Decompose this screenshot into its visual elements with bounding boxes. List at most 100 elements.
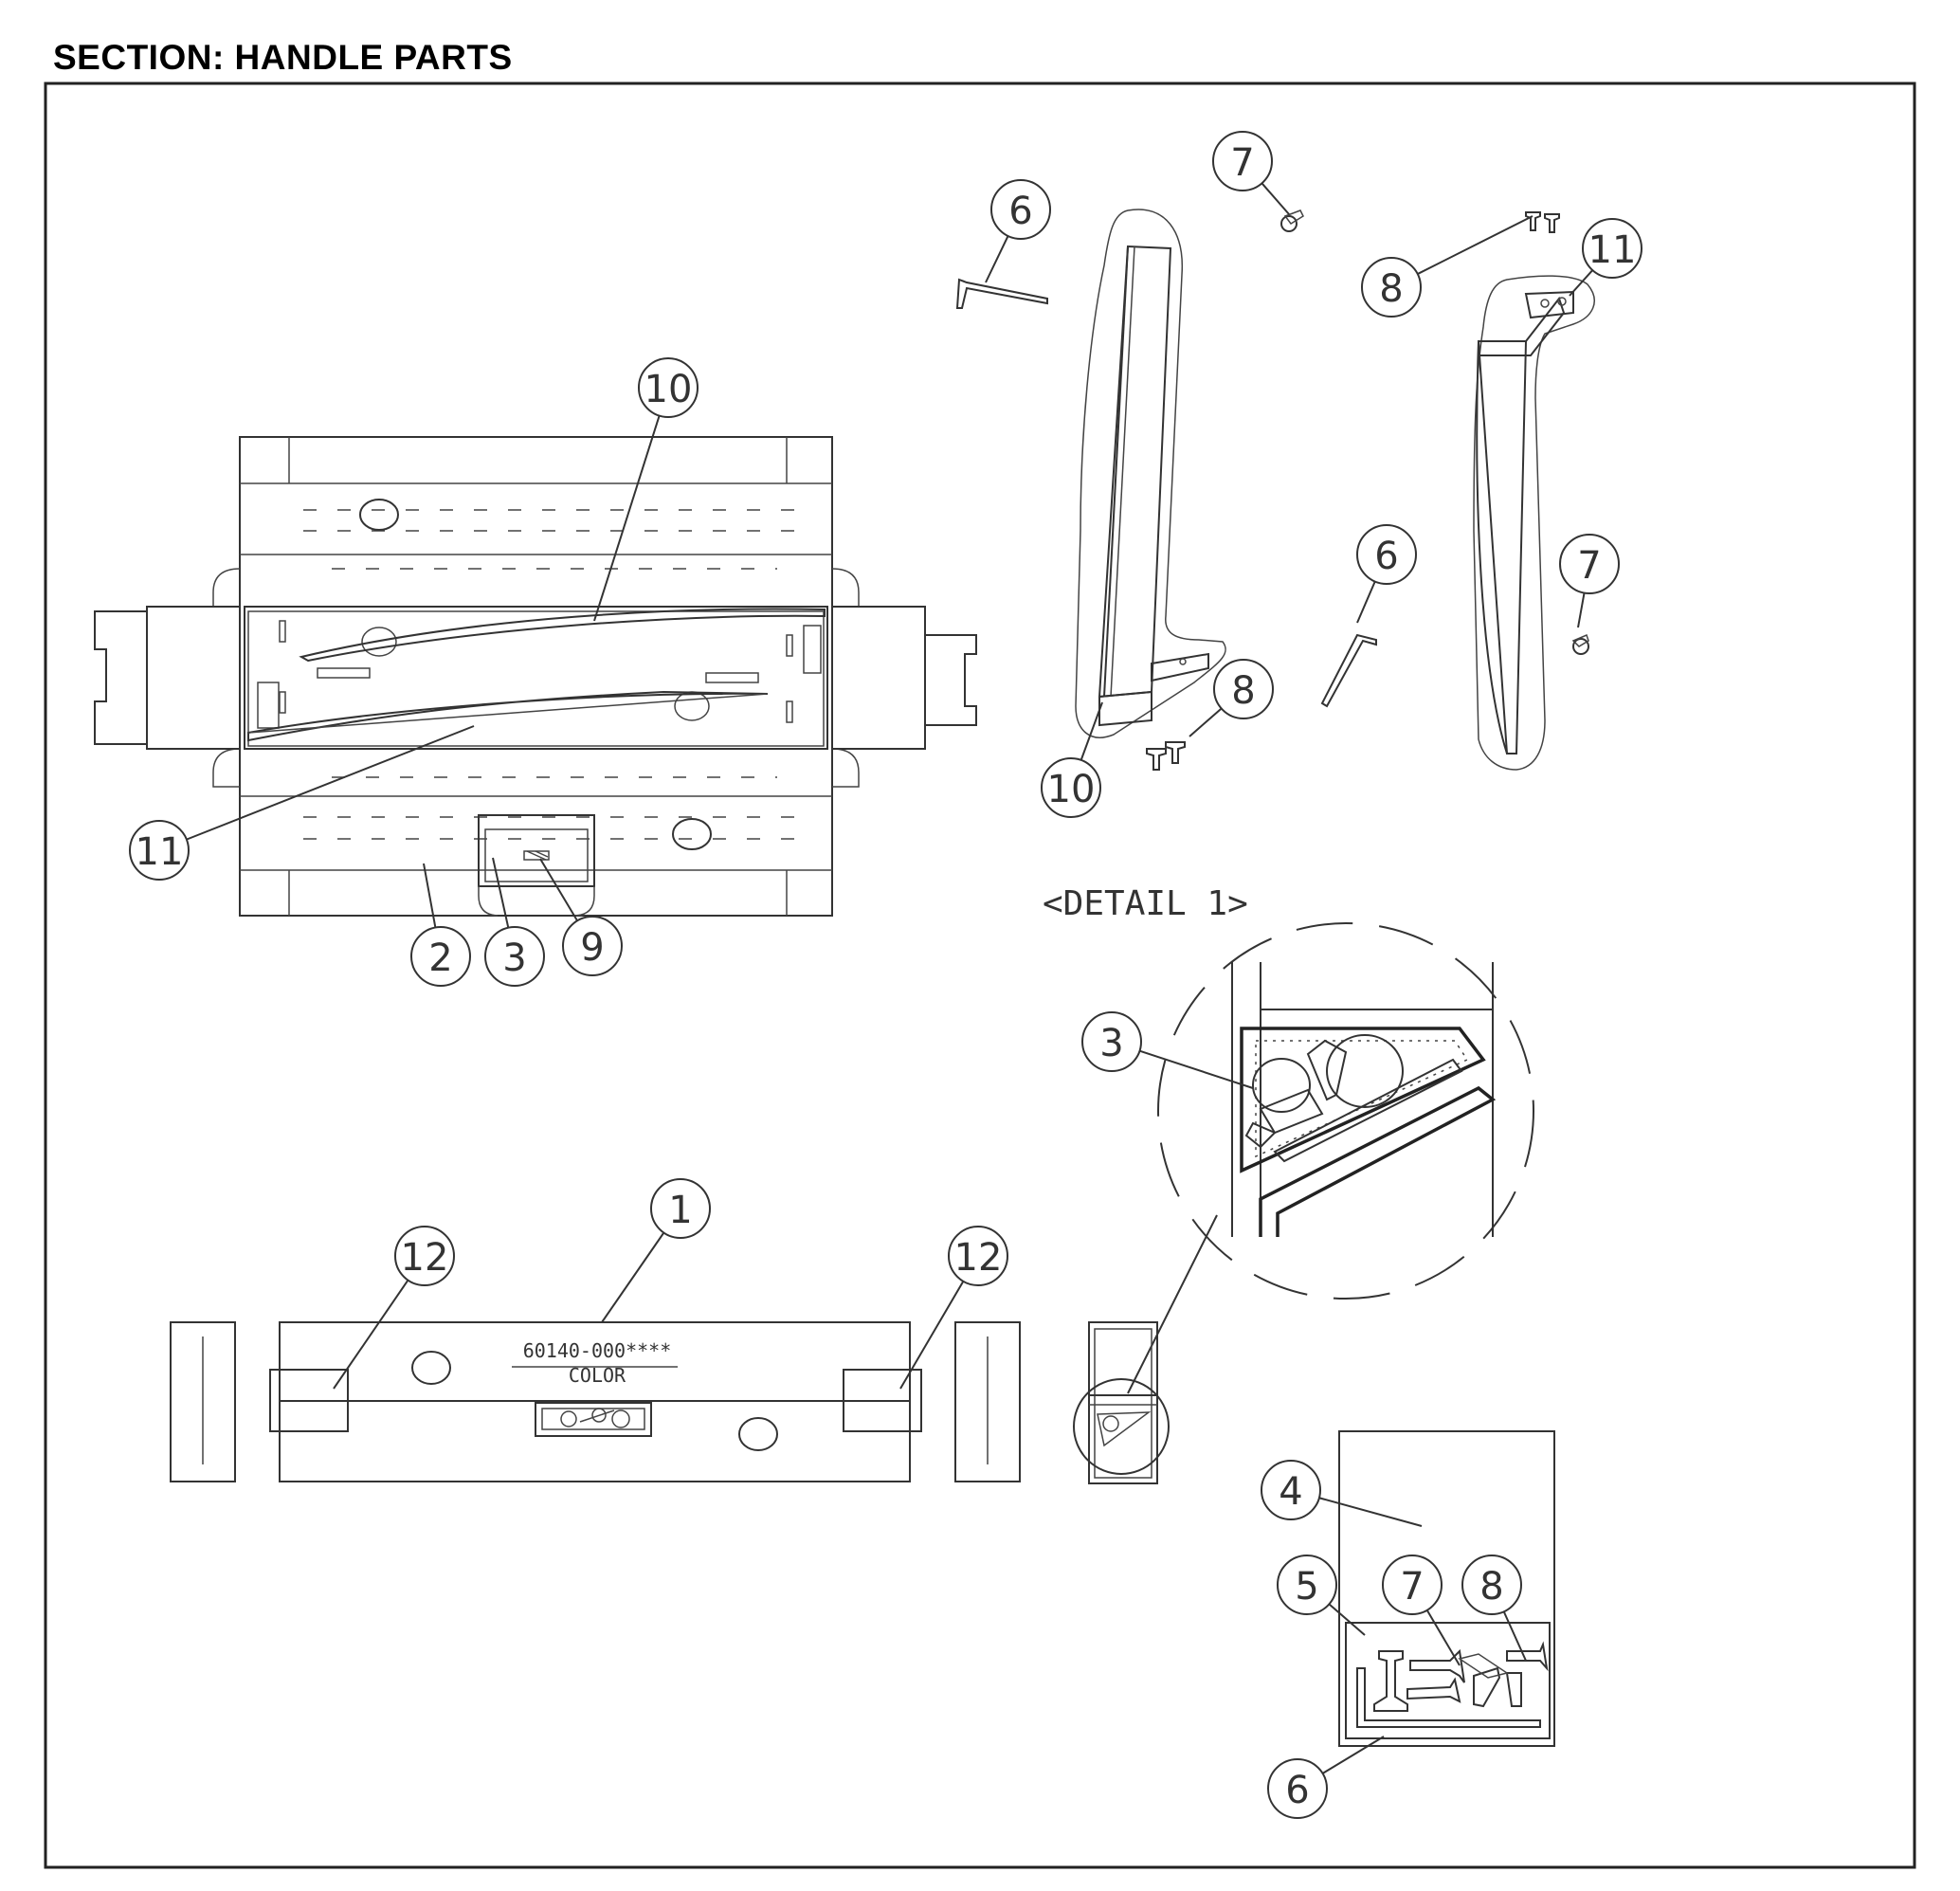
callout-9: 9 xyxy=(562,916,623,976)
callout-6: 6 xyxy=(1356,524,1417,585)
callout-8: 8 xyxy=(1361,257,1422,318)
callout-7: 7 xyxy=(1212,131,1273,191)
accessory-box xyxy=(1338,1430,1555,1747)
callout-label: 9 xyxy=(580,926,604,970)
leader-line xyxy=(1425,1609,1461,1666)
callout-circle xyxy=(410,926,471,987)
callout-5: 5 xyxy=(1277,1555,1337,1615)
callout-circle xyxy=(650,1178,711,1239)
callout-circle xyxy=(1267,1758,1328,1819)
callout-1: 1 xyxy=(650,1178,711,1239)
leader-line xyxy=(593,415,661,622)
callout-8: 8 xyxy=(1213,659,1274,719)
callout-label: 6 xyxy=(1285,1769,1309,1812)
callout-circle xyxy=(129,820,190,881)
leader-line xyxy=(1417,215,1534,275)
leader-line xyxy=(492,857,510,928)
leader-line xyxy=(539,858,578,921)
carton-end-left xyxy=(170,1321,236,1482)
leader-line xyxy=(985,235,1009,283)
callout-6: 6 xyxy=(990,179,1051,240)
leader-line xyxy=(601,1231,665,1323)
callout-3: 3 xyxy=(484,926,545,987)
carton-section-view xyxy=(1073,1321,1170,1484)
callout-label: 7 xyxy=(1577,544,1601,588)
callout-label: 6 xyxy=(1008,190,1032,233)
callout-2: 2 xyxy=(410,926,471,987)
callout-11: 11 xyxy=(129,820,190,881)
callout-10: 10 xyxy=(1041,757,1101,818)
callout-label: 4 xyxy=(1279,1470,1302,1514)
callout-circle xyxy=(562,916,623,976)
callout-circle xyxy=(1213,659,1274,719)
leader-lines xyxy=(186,182,1594,1774)
callout-10: 10 xyxy=(638,357,699,418)
callout-label: 8 xyxy=(1231,669,1255,713)
leader-line xyxy=(899,1281,965,1390)
callout-circle xyxy=(1356,524,1417,585)
callout-label: 5 xyxy=(1295,1565,1318,1609)
leader-line xyxy=(1139,1049,1254,1089)
leader-line xyxy=(1356,581,1376,624)
box-label-part-number: 60140-000**** xyxy=(523,1339,672,1362)
carton-side-view: 60140-000**** COLOR xyxy=(269,1321,922,1482)
callout-7: 7 xyxy=(1559,534,1620,594)
callout-label: 7 xyxy=(1230,141,1254,185)
callout-circle xyxy=(1559,534,1620,594)
callout-label: 12 xyxy=(401,1236,449,1280)
leader-line xyxy=(1328,1603,1366,1636)
callout-6: 6 xyxy=(1267,1758,1328,1819)
leader-line xyxy=(1569,269,1594,297)
callout-label: 11 xyxy=(1588,228,1637,272)
leader-line xyxy=(423,863,437,928)
detail-label: <DETAIL 1> xyxy=(1043,884,1248,923)
callout-8: 8 xyxy=(1461,1555,1522,1615)
callout-3: 3 xyxy=(1081,1011,1142,1072)
callout-circle xyxy=(948,1226,1008,1286)
callout-circle xyxy=(1382,1555,1443,1615)
callout-label: 10 xyxy=(1047,768,1096,811)
callout-label: 12 xyxy=(954,1236,1003,1280)
handle-11-stand xyxy=(1320,211,1595,771)
leader-line xyxy=(1322,1736,1385,1774)
callout-circle xyxy=(1041,757,1101,818)
callout-circle xyxy=(990,179,1051,240)
detail-1-view xyxy=(1157,922,1534,1300)
diagram-frame xyxy=(44,82,1916,1869)
section-title: SECTION: HANDLE PARTS xyxy=(53,38,513,77)
handle-10-stand xyxy=(955,209,1304,771)
leader-line xyxy=(1318,1497,1423,1527)
callout-label: 8 xyxy=(1479,1565,1503,1609)
callout-label: 6 xyxy=(1374,535,1398,578)
leader-line xyxy=(1577,592,1586,628)
callout-label: 1 xyxy=(668,1189,692,1232)
callout-label: 3 xyxy=(1099,1022,1123,1065)
callout-circle xyxy=(638,357,699,418)
carton-top-view xyxy=(94,436,977,917)
callout-circle xyxy=(1461,1555,1522,1615)
callout-circle xyxy=(1277,1555,1337,1615)
callout-7: 7 xyxy=(1382,1555,1443,1615)
callout-12: 12 xyxy=(948,1226,1008,1286)
callout-12: 12 xyxy=(394,1226,455,1286)
callout-11: 11 xyxy=(1582,218,1642,279)
carton-end-right xyxy=(954,1321,1021,1482)
leader-line xyxy=(1261,182,1290,215)
callout-label: 3 xyxy=(502,936,526,980)
callout-circle xyxy=(1582,218,1642,279)
callout-label: 10 xyxy=(644,368,693,411)
leader-line xyxy=(1189,707,1223,737)
callout-circle xyxy=(1361,257,1422,318)
callout-label: 7 xyxy=(1400,1565,1424,1609)
callout-circle xyxy=(1261,1460,1321,1520)
callout-circle xyxy=(1081,1011,1142,1072)
callout-circle xyxy=(1212,131,1273,191)
leader-line xyxy=(1502,1610,1527,1662)
leader-line xyxy=(333,1280,409,1390)
callout-circle xyxy=(394,1226,455,1286)
box-label-color: COLOR xyxy=(569,1364,626,1387)
callout-4: 4 xyxy=(1261,1460,1321,1520)
leader-line xyxy=(186,725,475,841)
